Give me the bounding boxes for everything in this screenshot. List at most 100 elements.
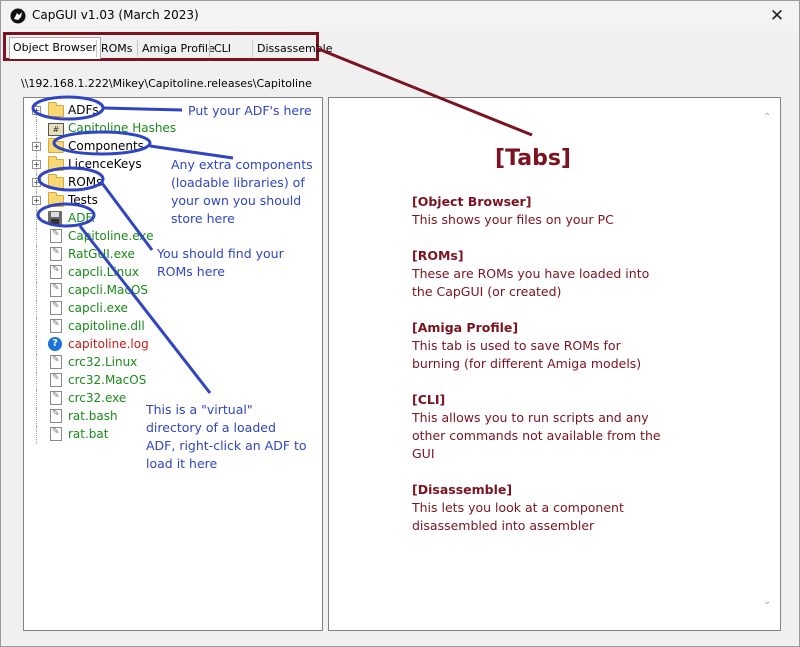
file-icon <box>50 409 62 423</box>
info-line: burning (for different Amiga models) <box>412 356 642 371</box>
annotation-text: Any extra components <box>171 157 313 172</box>
file-icon <box>50 319 62 333</box>
tree-item-label[interactable]: Capitoline Hashes <box>68 121 177 135</box>
info-heading: [CLI] <box>412 392 446 407</box>
file-icon <box>50 391 62 405</box>
annotation-text: ROMs here <box>157 264 225 279</box>
info-line: This tab is used to save ROMs for <box>412 338 621 353</box>
tree-connector <box>36 426 38 444</box>
file-icon <box>50 229 62 243</box>
tree-connector <box>36 246 38 264</box>
tab-cli[interactable]: CLI <box>209 40 231 57</box>
hash-icon: # <box>48 123 64 136</box>
expand-icon[interactable]: + <box>32 160 41 169</box>
file-icon <box>50 301 62 315</box>
info-line: These are ROMs you have loaded into <box>412 266 650 281</box>
tree-item-label[interactable]: capcli.Linux <box>68 265 139 279</box>
tree-connector <box>36 408 38 426</box>
tree-item-label[interactable]: crc32.MacOS <box>68 373 147 387</box>
folder-icon <box>48 156 64 171</box>
file-icon <box>50 247 62 261</box>
file-icon <box>50 283 62 297</box>
annotation-text: directory of a loaded <box>146 420 276 435</box>
tree-item-label[interactable]: ADF: <box>68 211 96 225</box>
info-heading: [Amiga Profile] <box>412 320 519 335</box>
expand-icon[interactable]: + <box>32 106 41 115</box>
tree-item[interactable]: capitoline.dll <box>24 318 320 336</box>
scroll-up-icon[interactable]: ⌃ <box>763 112 772 123</box>
tree-connector <box>36 336 38 354</box>
tree-item[interactable]: + Components <box>24 138 320 156</box>
annotation-text: You should find your <box>157 246 284 261</box>
file-icon <box>50 427 62 441</box>
app-logo-icon <box>10 8 26 24</box>
info-heading: [ROMs] <box>412 248 464 263</box>
tree-item-label[interactable]: crc32.Linux <box>68 355 138 369</box>
title-bar: CapGUI v1.03 (March 2023) ✕ <box>1 1 799 31</box>
current-path: \\192.168.1.222\Mikey\Capitoline.release… <box>21 77 312 90</box>
tab-roms[interactable]: ROMs <box>96 40 133 57</box>
tree-item-label[interactable]: capcli.exe <box>68 301 128 315</box>
annotation-text: (loadable libraries) of <box>171 175 305 190</box>
annotation-text: This is a "virtual" <box>146 402 253 417</box>
tree-connector <box>36 120 38 138</box>
close-icon: ✕ <box>769 6 785 26</box>
info-title: [Tabs] <box>495 146 571 171</box>
folder-icon <box>48 174 64 189</box>
tree-item[interactable]: Capitoline.exe <box>24 228 320 246</box>
tree-item-label[interactable]: capcli.MacOS <box>68 283 149 297</box>
tab-amiga-profile[interactable]: Amiga Profile <box>137 40 215 57</box>
annotation-text: load it here <box>146 456 218 471</box>
tree-item[interactable]: ? capitoline.log <box>24 336 320 354</box>
tree-item-label[interactable]: capitoline.log <box>68 337 149 351</box>
info-line: This allows you to run scripts and any <box>412 410 649 425</box>
tree-item-label[interactable]: LicenceKeys <box>68 157 142 171</box>
tab-dissassemble[interactable]: Dissassemble <box>252 40 332 57</box>
tree-connector <box>36 390 38 408</box>
tree-item-label[interactable]: crc32.exe <box>68 391 127 405</box>
expand-icon[interactable]: + <box>32 142 41 151</box>
tree-item-label[interactable]: capitoline.dll <box>68 319 145 333</box>
folder-icon <box>48 192 64 207</box>
tree-connector <box>36 210 38 228</box>
folder-icon <box>48 102 64 117</box>
tree-item-label[interactable]: rat.bat <box>68 427 109 441</box>
tree-item[interactable]: capcli.MacOS <box>24 282 320 300</box>
expand-icon[interactable]: + <box>32 178 41 187</box>
help-icon: ? <box>48 337 62 351</box>
tree-item-label[interactable]: rat.bash <box>68 409 118 423</box>
tree-item-label[interactable]: Capitoline.exe <box>68 229 154 243</box>
close-button[interactable]: ✕ <box>755 1 799 31</box>
info-line: GUI <box>412 446 435 461</box>
tree-item[interactable]: capcli.exe <box>24 300 320 318</box>
tree-item[interactable]: # Capitoline Hashes <box>24 120 320 138</box>
info-line: the CapGUI (or created) <box>412 284 562 299</box>
tree-connector <box>36 300 38 318</box>
tree-item-label[interactable]: Tests <box>68 193 98 207</box>
tab-bar: Object Browser ROMs Amiga Profile CLI Di… <box>3 32 332 61</box>
tree-connector <box>36 264 38 282</box>
info-line: disassembled into assembler <box>412 518 595 533</box>
tree-connector <box>36 372 38 390</box>
info-scrollbar[interactable]: ⌃ ⌄ <box>759 98 779 628</box>
tab-object-browser[interactable]: Object Browser <box>9 37 101 59</box>
annotation-text: ADF, right-click an ADF to <box>146 438 307 453</box>
tree-connector <box>36 228 38 246</box>
annotation-text: Put your ADF's here <box>188 103 312 118</box>
disk-icon <box>48 211 62 225</box>
tree-item[interactable]: crc32.Linux <box>24 354 320 372</box>
tree-item[interactable]: rat.bash <box>24 408 320 426</box>
tree-item-label[interactable]: Components <box>68 139 144 153</box>
file-icon <box>50 355 62 369</box>
tree-item[interactable]: crc32.exe <box>24 390 320 408</box>
tree-item[interactable]: rat.bat <box>24 426 320 444</box>
tree-item-label[interactable]: RatGUI.exe <box>68 247 135 261</box>
tree-item-label[interactable]: ADFs <box>68 103 99 117</box>
scroll-down-icon[interactable]: ⌄ <box>763 596 772 607</box>
annotation-text: your own you should <box>171 193 302 208</box>
expand-icon[interactable]: + <box>32 196 41 205</box>
tree-connector <box>36 282 38 300</box>
tree-item[interactable]: crc32.MacOS <box>24 372 320 390</box>
tree-item-label[interactable]: ROMs <box>68 175 103 189</box>
